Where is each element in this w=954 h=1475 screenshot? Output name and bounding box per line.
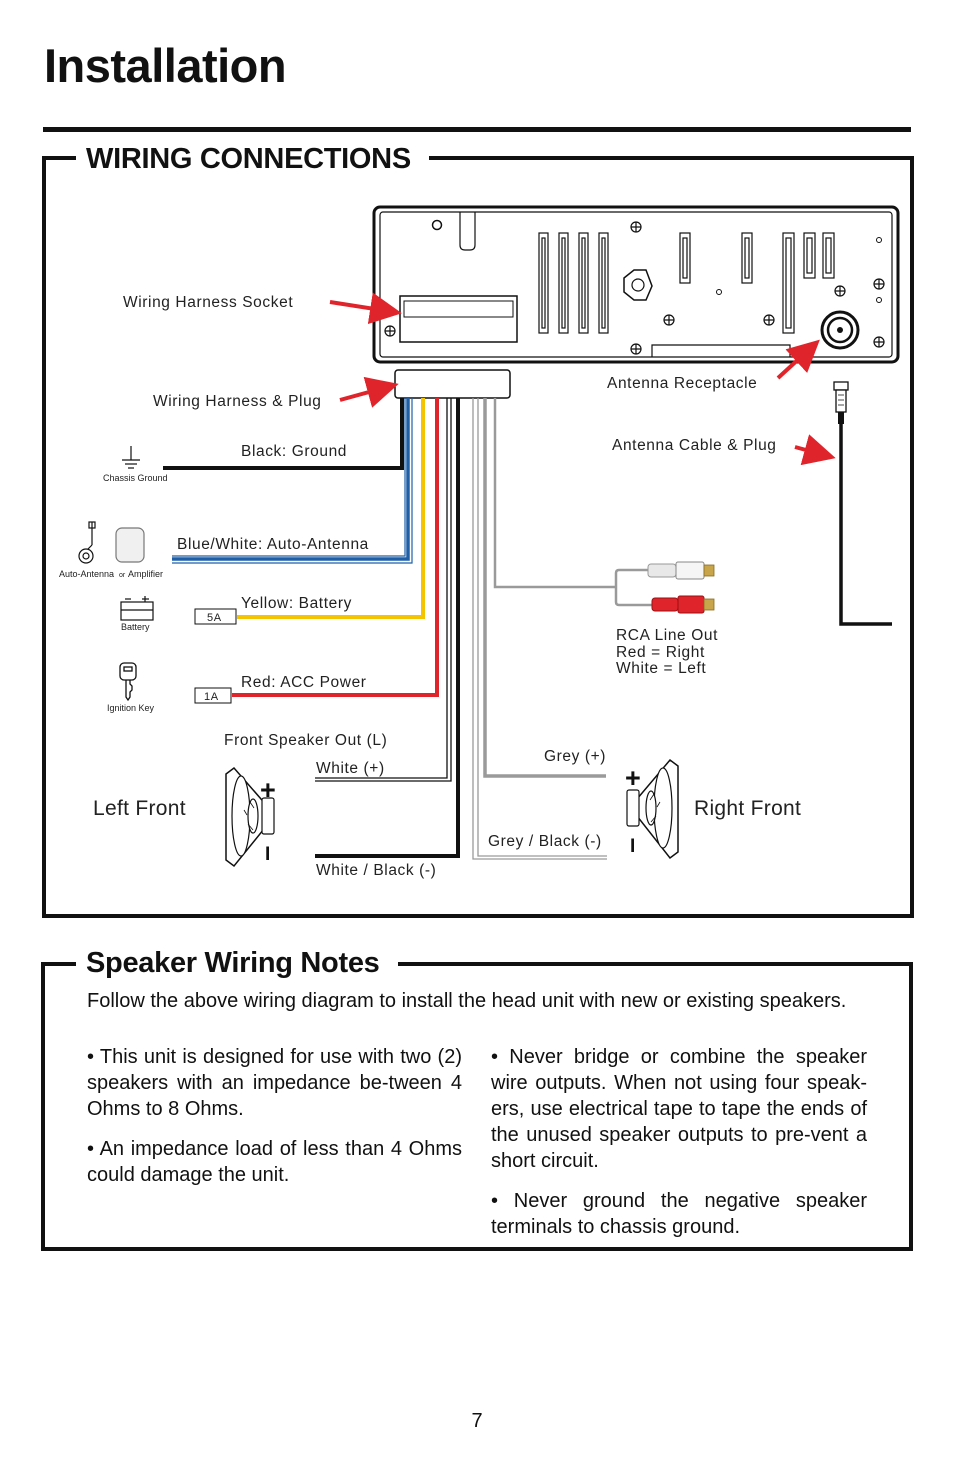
rca-white-label: White = Left [616, 660, 706, 677]
harness-plug-label: Wiring Harness & Plug [153, 393, 322, 410]
antenna-receptacle-label: Antenna Receptacle [607, 375, 757, 392]
harness-wires [163, 398, 655, 860]
front-speaker-out-label: Front Speaker Out (L) [224, 732, 387, 749]
note-item: • This unit is designed for use with two… [87, 1046, 462, 1120]
chassis-ground-label: Chassis Ground [103, 473, 168, 483]
grey-black-minus-label: Grey / Black (-) [488, 833, 602, 850]
nut-icon [623, 269, 653, 301]
arrow-harness-socket [329, 292, 402, 325]
note-item: • Never bridge or combine the speaker wi… [491, 1046, 867, 1172]
antenna-cable-label: Antenna Cable & Plug [612, 437, 777, 454]
wiring-diagram: Chassis Ground Auto-Antenna or Amplifier… [59, 205, 900, 879]
head-unit-rear-panel [372, 205, 900, 364]
page-title: Installation [44, 39, 287, 92]
speaker-notes-box [41, 962, 913, 1251]
arrow-antenna-cable [794, 434, 836, 466]
chassis-ground-icon [122, 446, 140, 469]
rca-line-out-label: RCA Line Out [616, 627, 718, 644]
wiring-connections-heading: WIRING CONNECTIONS [76, 140, 429, 178]
harness-socket-label: Wiring Harness Socket [123, 294, 293, 311]
or-label: or [119, 572, 126, 579]
left-speaker-plus: + [260, 775, 276, 805]
wire-grey-plus [483, 398, 606, 778]
ignition-key-icon [119, 662, 137, 702]
antenna-receptacle [820, 310, 860, 350]
wiring-connections-box [42, 156, 914, 918]
note-item: • Never ground the negative speaker term… [491, 1190, 867, 1238]
note-item: • An impedance load of less than 4 Ohms … [87, 1138, 462, 1186]
amplifier-icon [115, 527, 145, 563]
rca-red-plug [651, 595, 715, 614]
right-speaker-minus: I [630, 836, 635, 857]
arrow-harness-plug [339, 376, 399, 408]
wire-yellow-battery [237, 398, 425, 619]
ignition-key-label: Ignition Key [107, 703, 155, 713]
wire-rca [493, 398, 616, 589]
left-speaker-minus: I [265, 844, 270, 865]
wire-grey-black-minus [477, 398, 607, 857]
notes-intro: Follow the above wiring diagram to insta… [87, 990, 847, 1012]
right-front-speaker-icon [626, 758, 679, 860]
red-acc-label: Red: ACC Power [241, 674, 367, 691]
fuse-1a [194, 687, 232, 704]
wire-red-acc [232, 398, 439, 697]
left-front-label: Left Front [93, 797, 186, 820]
harness-socket [399, 295, 518, 343]
grey-plus-label: Grey (+) [544, 748, 606, 765]
right-front-label: Right Front [694, 797, 801, 820]
title-rule [43, 127, 911, 132]
battery-icon [120, 596, 154, 621]
notes-right-column: • Never bridge or combine the speaker wi… [491, 1044, 867, 1254]
antenna-cable-plug [833, 381, 892, 626]
wire-blue-white [172, 398, 410, 561]
wire-white-plus [315, 398, 448, 779]
amplifier-label: Amplifier [128, 569, 163, 579]
screw-icons [384, 221, 885, 355]
left-front-speaker-icon [225, 766, 275, 868]
rca-white-plug [647, 561, 715, 580]
notes-left-column: • This unit is designed for use with two… [87, 1044, 462, 1202]
arrow-antenna-receptacle [776, 339, 820, 380]
fuse-5a-label: 5A [207, 612, 222, 624]
white-plus-label: White (+) [316, 760, 385, 777]
fuse-5a [194, 608, 237, 625]
rca-red-label: Red = Right [616, 644, 705, 661]
wire-white-black-minus [315, 398, 460, 858]
blue-white-label: Blue/White: Auto-Antenna [177, 536, 369, 553]
wire-black-ground [163, 398, 404, 470]
white-black-minus-label: White / Black (-) [316, 862, 436, 879]
yellow-battery-label: Yellow: Battery [241, 595, 352, 612]
fuse-1a-label: 1A [204, 691, 219, 703]
auto-antenna-icon [78, 521, 96, 564]
black-ground-label: Black: Ground [241, 443, 347, 460]
speaker-notes-heading: Speaker Wiring Notes [76, 944, 398, 982]
harness-plug [394, 369, 511, 399]
page-number: 7 [471, 1410, 483, 1432]
right-speaker-plus: + [625, 763, 641, 793]
battery-label: Battery [121, 622, 150, 632]
auto-antenna-label: Auto-Antenna [59, 569, 114, 579]
